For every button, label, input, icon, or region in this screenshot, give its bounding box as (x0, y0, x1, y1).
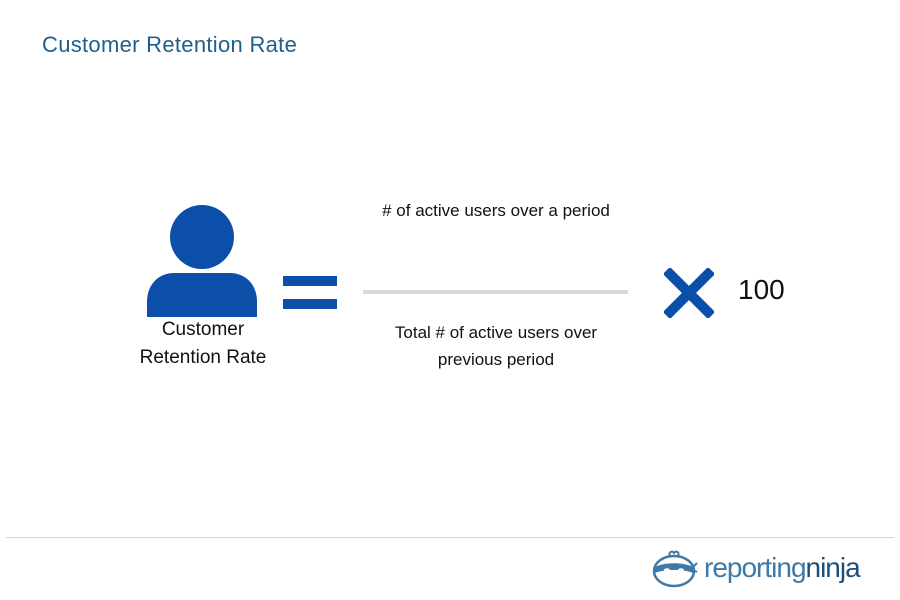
brand-word-reporting: reporting (704, 552, 807, 583)
ninja-logo-icon (652, 550, 698, 588)
brand-logo: reportingninja (650, 545, 861, 591)
footer-divider (6, 537, 894, 538)
fraction-bar (363, 290, 628, 294)
page-title: Customer Retention Rate (42, 32, 298, 57)
equals-icon (283, 276, 337, 309)
times-icon (664, 268, 714, 318)
multiplier-value: 100 (738, 274, 785, 305)
result-label: Customer Retention Rate (139, 319, 267, 368)
fraction-numerator: # of active users over a period (382, 201, 610, 220)
fraction-denominator: Total # of active users over previous pe… (394, 323, 598, 369)
brand-word-ninja: ninja (805, 552, 861, 583)
person-icon (147, 205, 257, 317)
brand-name: reportingninja (704, 551, 861, 585)
